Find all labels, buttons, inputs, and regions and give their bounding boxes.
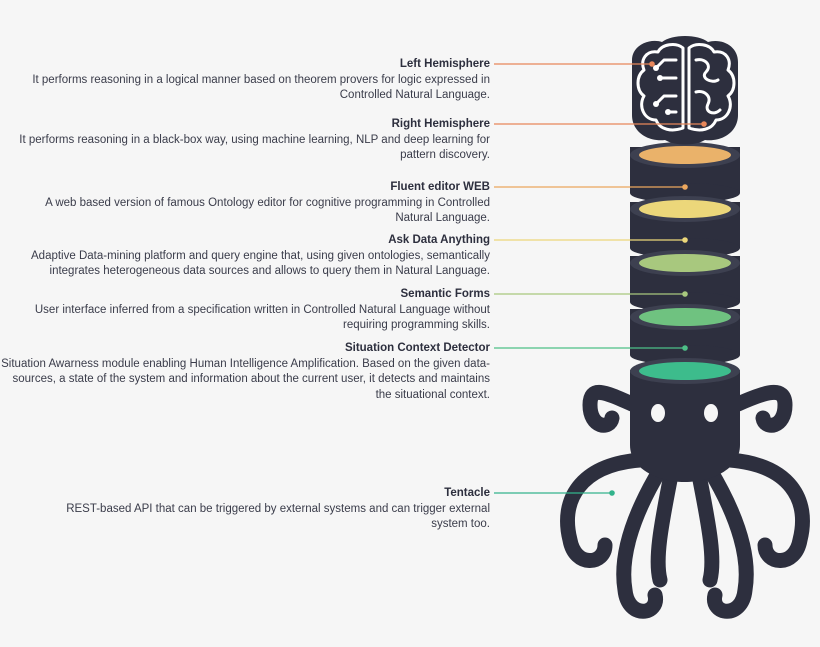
right-hemisphere-title: Right Hemisphere: [391, 118, 490, 130]
label-ask-data-anything: Ask Data Anything Adaptive Data-mining p…: [0, 233, 490, 280]
semantic-forms-description: User interface inferred from a specifica…: [34, 303, 490, 332]
semantic-forms-title: Semantic Forms: [400, 288, 490, 300]
octopus-eye-right: [704, 404, 718, 422]
left-hemisphere-title: Left Hemisphere: [399, 58, 490, 70]
tentacle-center-right: [690, 462, 720, 588]
label-left-hemisphere: Left Hemisphere It performs reasoning in…: [10, 57, 490, 104]
label-fluent-editor: Fluent editor WEB A web based version of…: [10, 180, 490, 227]
disc-ask: [639, 200, 731, 218]
leader-lines: [494, 61, 707, 496]
fluent-editor-description: A web based version of famous Ontology e…: [45, 196, 490, 225]
octopus-head: [630, 370, 740, 482]
label-semantic-forms: Semantic Forms User interface inferred f…: [0, 287, 490, 334]
disc-tent: [639, 362, 731, 380]
upper-left-arm: [582, 384, 640, 433]
situation-context-detector-title: Situation Context Detector: [344, 342, 490, 354]
tentacle-inner-left: [616, 462, 668, 619]
tentacle-outer-right: [722, 452, 810, 568]
tentacle-inner-right: [702, 462, 754, 619]
tentacle-description: REST-based API that can be triggered by …: [66, 502, 490, 531]
tentacle-center-left: [650, 462, 680, 588]
tentacle-outer-left: [560, 452, 648, 568]
disc-fluent: [639, 146, 731, 164]
label-situation-context-detector: Situation Context Detector Situation Awa…: [0, 341, 490, 403]
octopus-icon: [560, 384, 810, 619]
label-tentacle: Tentacle REST-based API that can be trig…: [40, 486, 490, 533]
ask-data-anything-title: Ask Data Anything: [388, 234, 490, 246]
label-right-hemisphere: Right Hemisphere It performs reasoning i…: [10, 117, 490, 164]
upper-right-arm: [730, 384, 793, 433]
right-hemisphere-description: It performs reasoning in a black-box way…: [19, 133, 490, 162]
octopus-eye-left: [651, 404, 665, 422]
brain-icon: [632, 36, 738, 145]
disc-sit: [639, 308, 731, 326]
left-hemisphere-description: It performs reasoning in a logical manne…: [32, 73, 490, 102]
fluent-editor-title: Fluent editor WEB: [390, 181, 490, 193]
situation-context-detector-description: Situation Awarness module enabling Human…: [1, 357, 490, 401]
disc-forms: [639, 254, 731, 272]
ask-data-anything-description: Adaptive Data-mining platform and query …: [31, 249, 490, 278]
tentacle-title: Tentacle: [444, 487, 490, 499]
